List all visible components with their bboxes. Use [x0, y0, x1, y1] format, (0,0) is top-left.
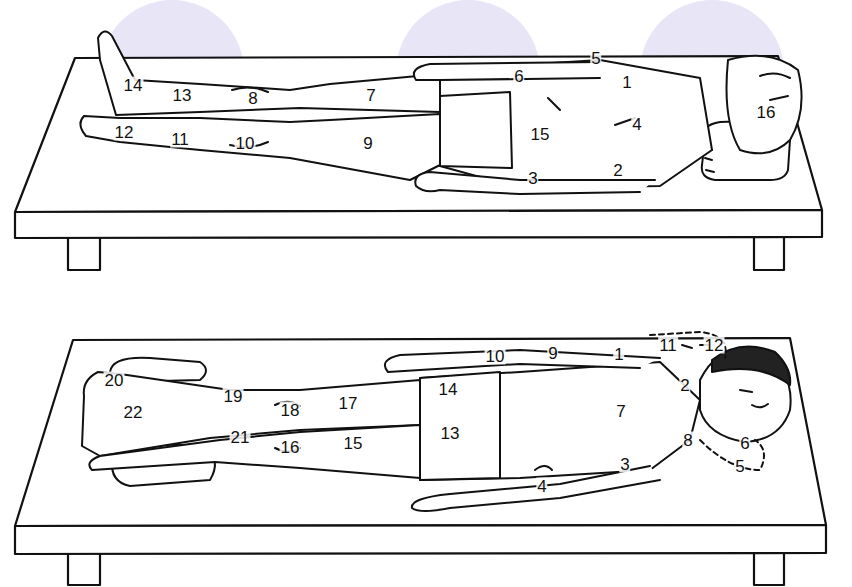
- near-leg: [89, 425, 420, 478]
- bottom-table: [15, 338, 826, 585]
- table-leg: [68, 236, 100, 270]
- callout-number: 6: [739, 435, 750, 452]
- callout-number: 14: [123, 77, 144, 94]
- body-contour: [230, 87, 635, 146]
- callout-number: 12: [114, 124, 135, 141]
- callout-number: 15: [530, 126, 551, 143]
- far-leg: [98, 31, 440, 115]
- head: [727, 56, 802, 154]
- table-edge: [15, 210, 822, 238]
- table-edge: [15, 525, 826, 554]
- supine-figure: [80, 31, 801, 194]
- table-leg: [68, 552, 100, 585]
- callout-number: 9: [547, 345, 558, 362]
- table-top: [15, 338, 826, 526]
- callout-number: 7: [615, 403, 626, 420]
- callout-number: 21: [230, 429, 251, 446]
- callout-number: 8: [682, 432, 693, 449]
- callout-number: 3: [619, 456, 630, 473]
- callout-number: 11: [658, 337, 678, 354]
- body-contour: [275, 402, 552, 470]
- dashed-outline: [650, 332, 726, 358]
- callout-number: 15: [343, 435, 364, 452]
- callout-number: 2: [679, 377, 690, 394]
- callout-number: 16: [756, 104, 777, 121]
- dashed-outline: [700, 440, 764, 470]
- callout-number: 11: [170, 131, 190, 148]
- briefs: [420, 372, 500, 480]
- callout-number: 14: [438, 381, 459, 398]
- torso: [420, 362, 700, 480]
- callout-number: 8: [247, 90, 258, 107]
- callout-number: 1: [613, 346, 624, 363]
- callout-number: 4: [631, 116, 642, 133]
- far-arm: [414, 62, 600, 80]
- near-leg: [80, 114, 440, 180]
- callout-number: 13: [440, 425, 461, 442]
- briefs: [440, 92, 512, 168]
- face: [740, 390, 768, 407]
- callout-number: 4: [536, 478, 547, 495]
- callout-number: 2: [612, 162, 623, 179]
- callout-number: 3: [527, 170, 538, 187]
- callout-number: 10: [235, 135, 256, 152]
- face: [760, 73, 790, 100]
- table-leg: [754, 236, 784, 270]
- callout-number: 12: [704, 337, 725, 354]
- callout-number: 10: [485, 348, 506, 365]
- callout-number: 16: [280, 439, 301, 456]
- table-leg: [754, 552, 784, 585]
- callout-number: 5: [590, 50, 601, 67]
- callout-number: 9: [362, 135, 373, 152]
- callout-number: 7: [365, 87, 376, 104]
- callout-number: 22: [123, 404, 144, 421]
- callout-number: 1: [621, 74, 632, 91]
- callout-number: 13: [172, 87, 193, 104]
- callout-number: 6: [513, 68, 524, 85]
- table-top: [15, 56, 822, 212]
- callout-number: 18: [280, 402, 301, 419]
- callout-number: 19: [223, 388, 244, 405]
- callout-number: 17: [338, 395, 359, 412]
- callout-number: 20: [104, 372, 125, 389]
- callout-number: 5: [734, 458, 745, 475]
- prone-figure: [82, 332, 791, 511]
